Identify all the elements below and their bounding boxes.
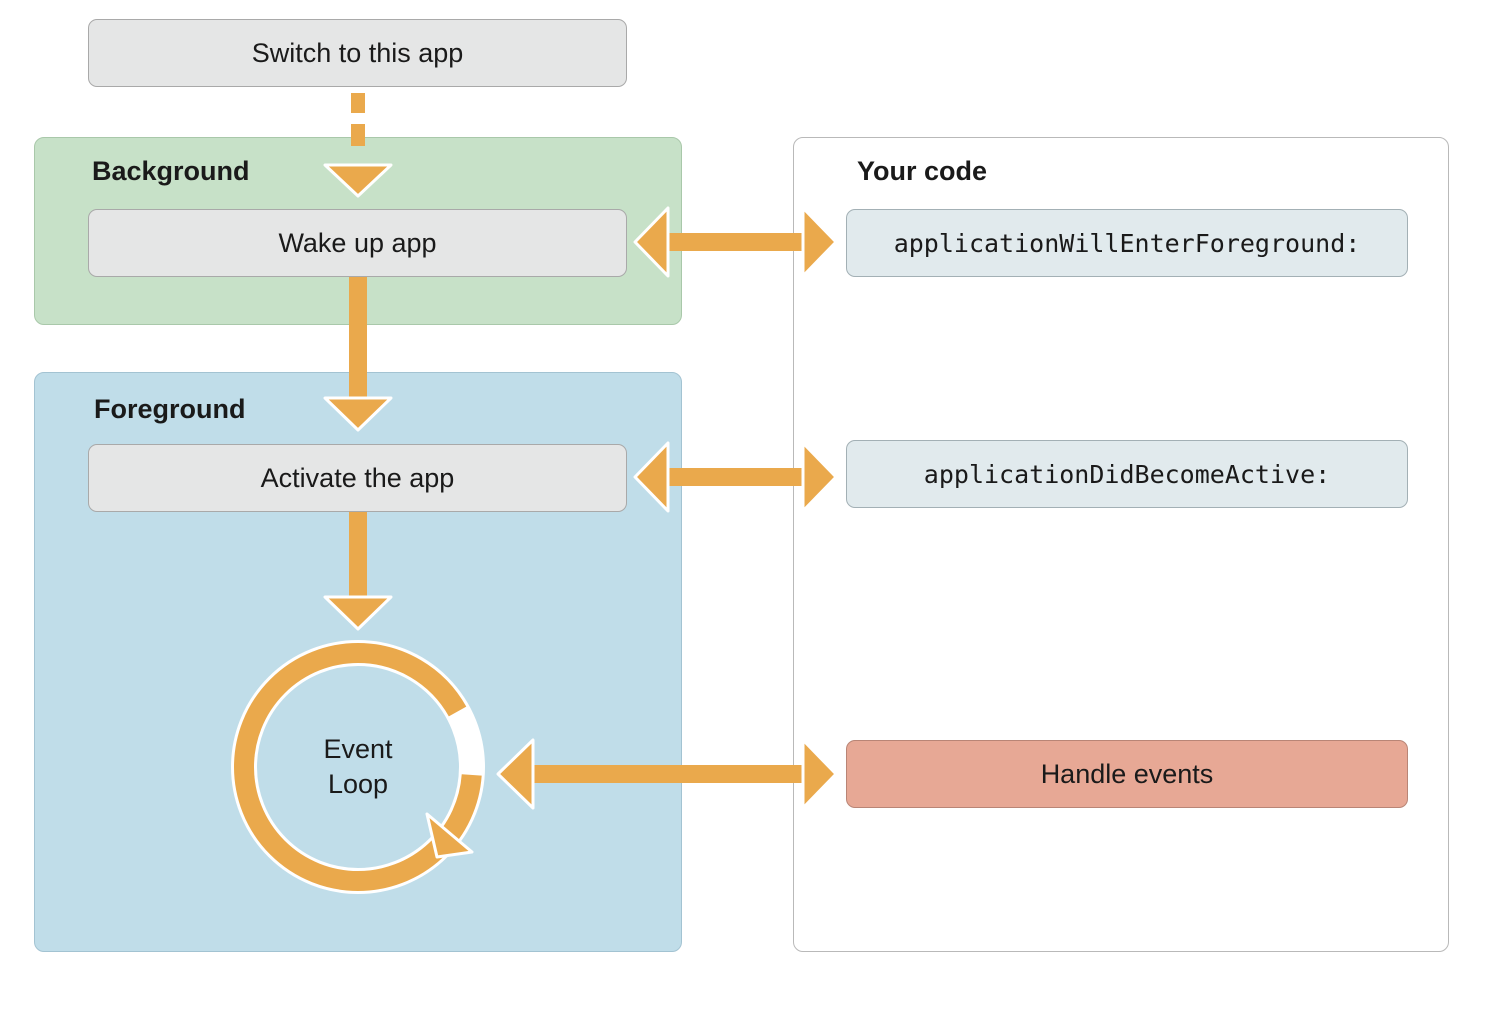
wake-up-app-box: Wake up app	[88, 209, 627, 277]
activate-app-box: Activate the app	[88, 444, 627, 512]
handle-events-box: Handle events	[846, 740, 1408, 808]
your-code-title: Your code	[857, 156, 988, 186]
will-enter-foreground-box: applicationWillEnterForeground:	[846, 209, 1408, 277]
did-become-active-box: applicationDidBecomeActive:	[846, 440, 1408, 508]
event-loop-label: Event Loop	[288, 732, 428, 802]
switch-to-app-box: Switch to this app	[88, 19, 627, 87]
event-loop-label-line1: Event	[323, 734, 393, 764]
background-title: Background	[92, 156, 250, 186]
foreground-title: Foreground	[94, 394, 246, 424]
event-loop-label-line2: Loop	[327, 769, 389, 799]
